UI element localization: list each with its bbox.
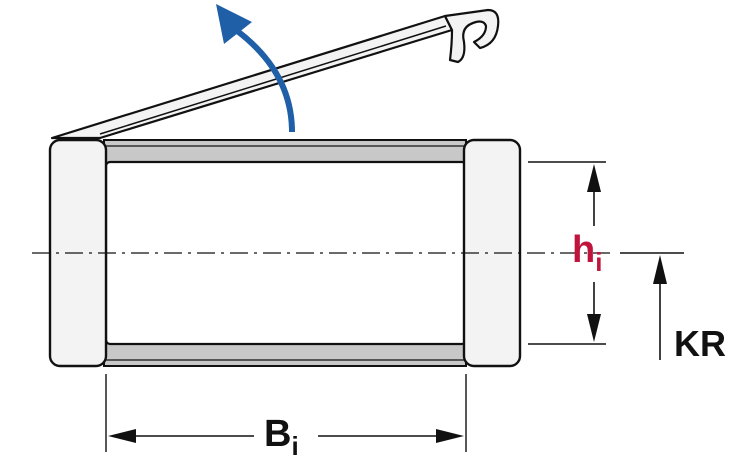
top-crossbar xyxy=(103,139,467,165)
kr-label: KR xyxy=(674,323,726,364)
open-lid xyxy=(50,8,500,140)
height-label: hi xyxy=(572,229,602,277)
chain-link-body xyxy=(48,138,522,368)
lid-bar xyxy=(50,14,454,140)
width-dimension: Bi xyxy=(105,374,467,461)
kr-dimension: KR xyxy=(620,252,726,364)
curved-arrow-up-icon xyxy=(216,4,295,133)
height-dimension: hi xyxy=(528,161,606,345)
lid-hook xyxy=(443,8,500,64)
width-label: Bi xyxy=(264,413,299,461)
bottom-crossbar xyxy=(103,341,467,367)
